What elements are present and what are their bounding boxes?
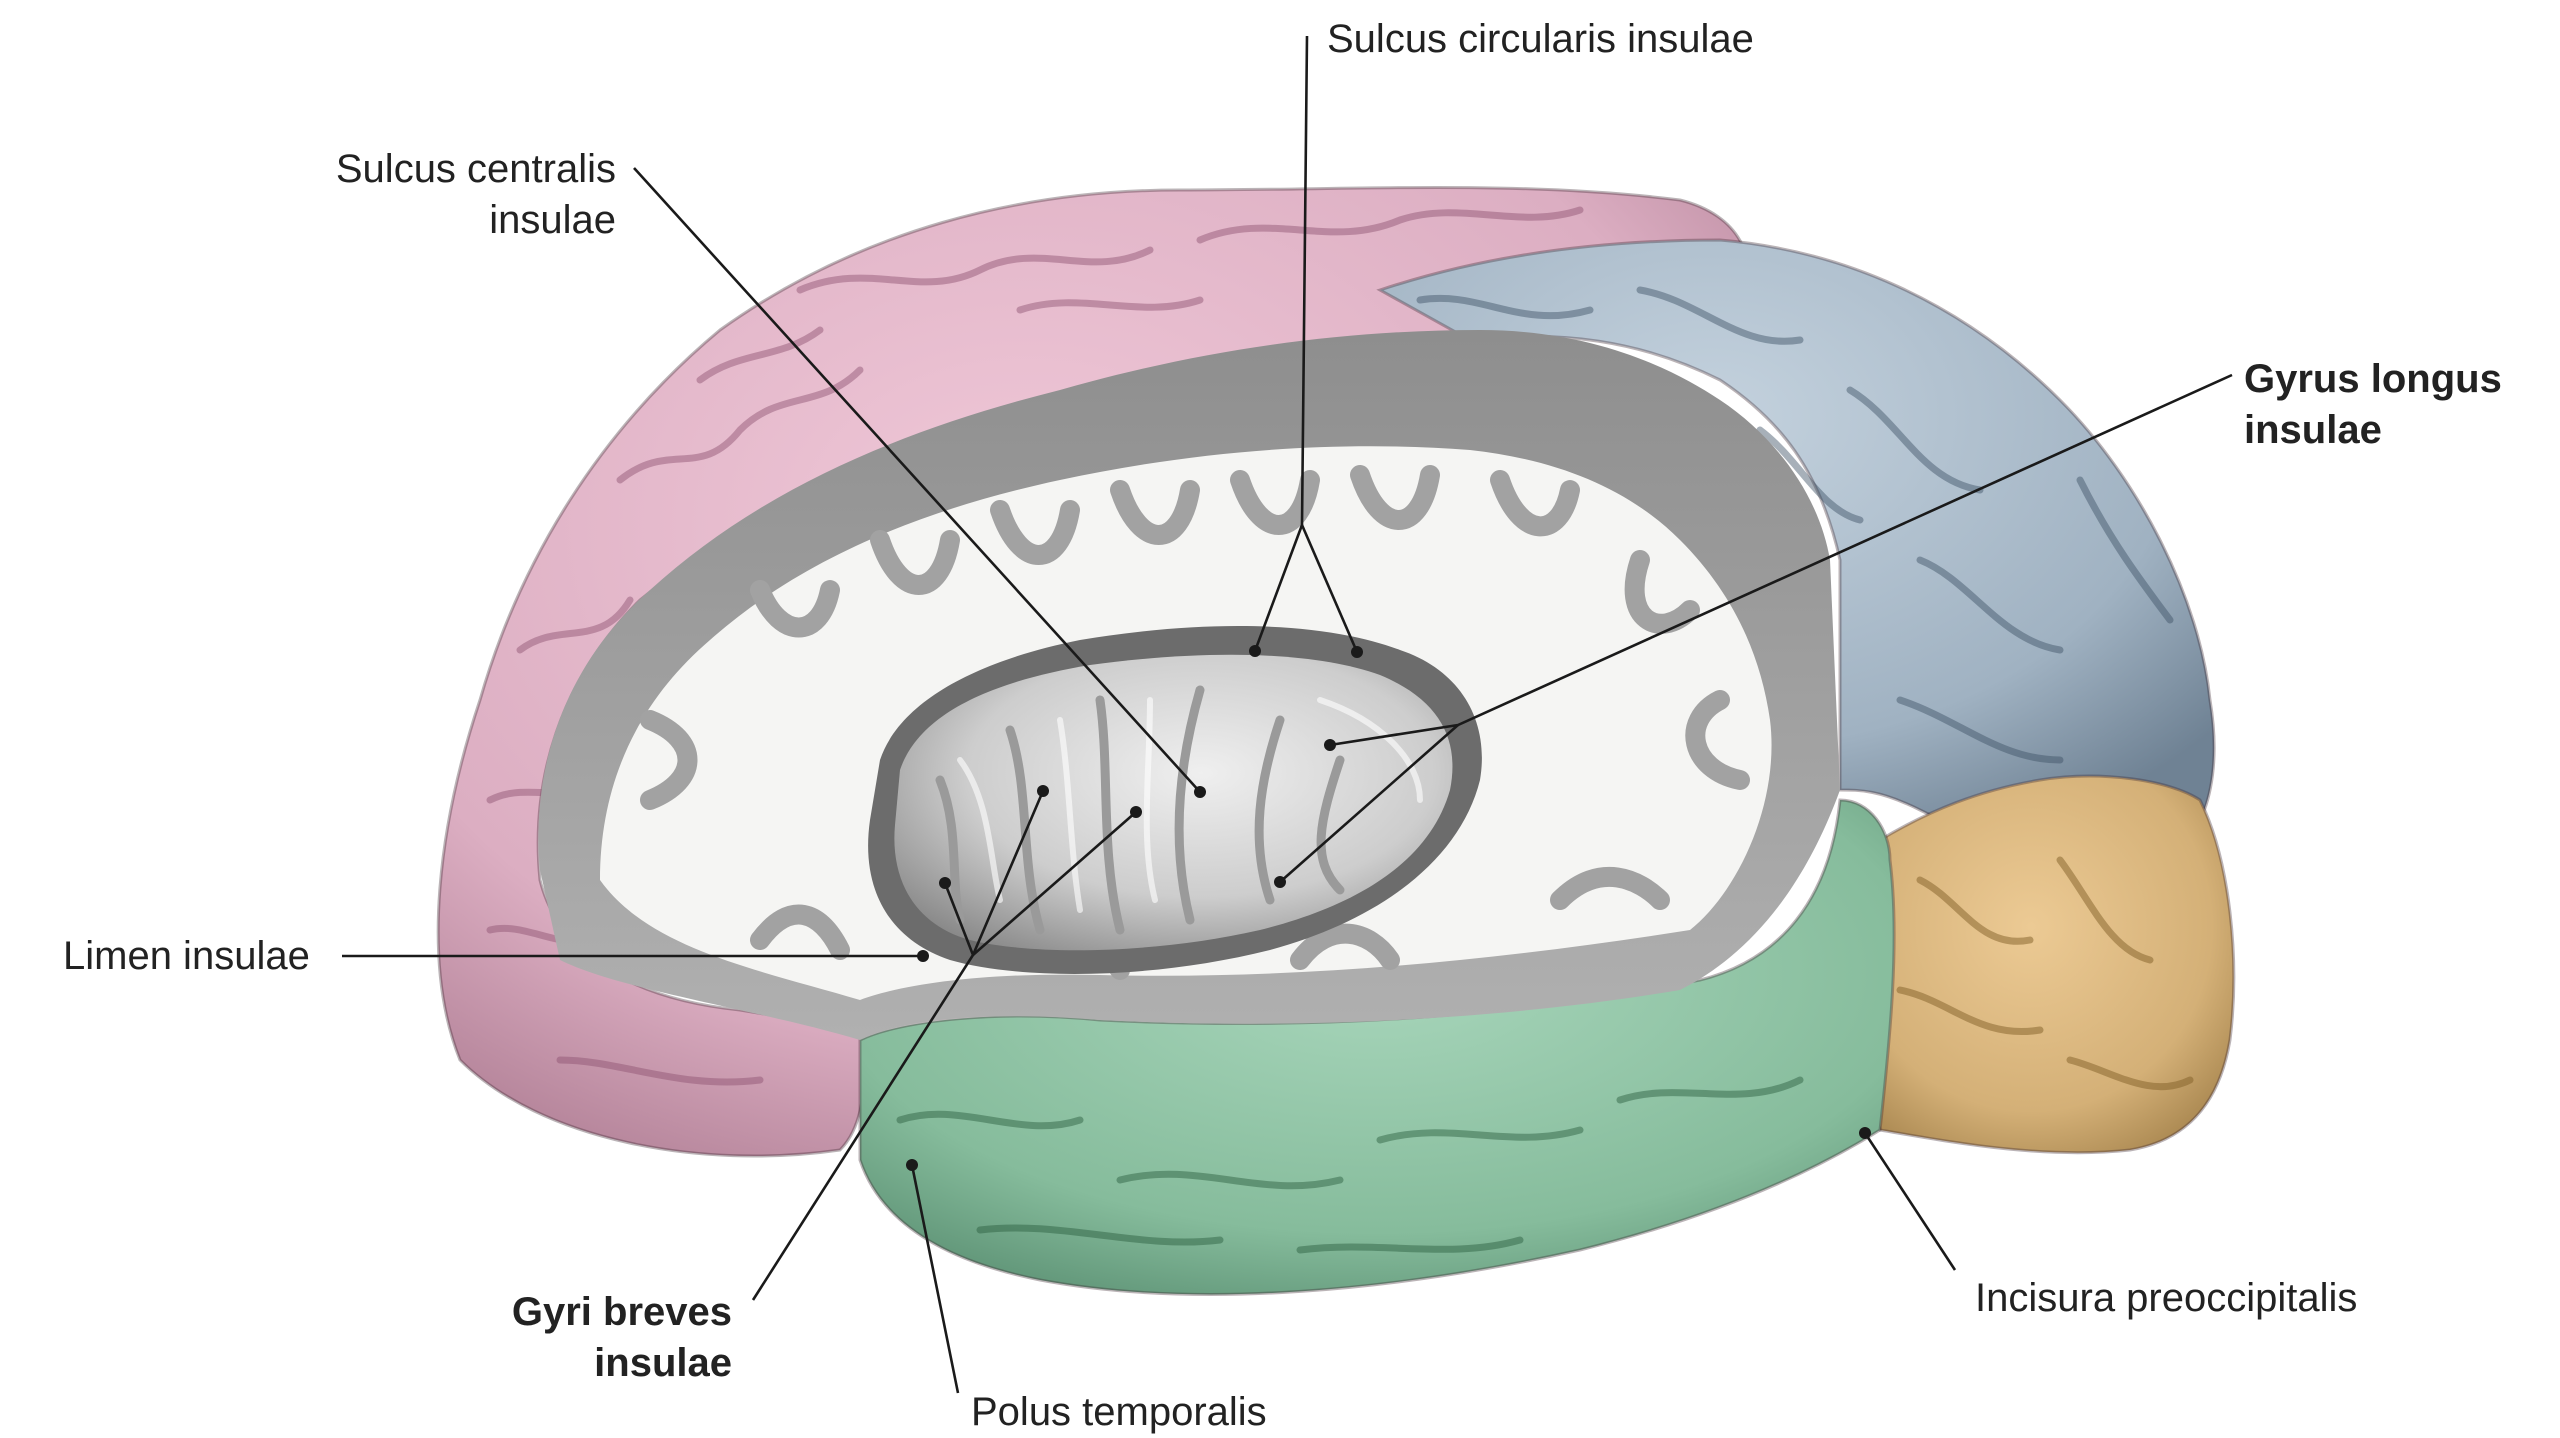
- label-gyri-breves-insulae: Gyri breves insulae: [512, 1287, 732, 1389]
- label-sulcus-circularis-insulae: Sulcus circularis insulae: [1327, 17, 1754, 61]
- dot-gyri-breves-2: [1130, 806, 1142, 818]
- leader-gyri-breves-3: [943, 882, 975, 956]
- label-polus-temporalis: Polus temporalis: [971, 1390, 1267, 1434]
- pointer-dots: [906, 645, 1871, 1171]
- label-limen-insulae: Limen insulae: [63, 934, 310, 978]
- leader-incisura-preoccipitalis: [1863, 1132, 1957, 1271]
- label-gyri-breves-line2: insulae: [594, 1341, 732, 1385]
- leader-gyri-breves-2: [972, 811, 1137, 956]
- parietal-lobe: [1376, 238, 2216, 833]
- dot-gyrus-longus-1: [1324, 739, 1336, 751]
- leader-sulcus-circularis-branch: [1300, 524, 1359, 653]
- dot-gyrus-longus-2: [1274, 876, 1286, 888]
- label-gyrus-longus-line1: Gyrus longus: [2244, 357, 2502, 401]
- label-gyrus-longus-insulae: Gyrus longus insulae: [2244, 354, 2502, 456]
- dot-sulcus-centralis: [1194, 786, 1206, 798]
- dot-incisura-preoccipitalis: [1859, 1127, 1871, 1139]
- leader-lines: [342, 35, 2233, 1394]
- occipital-lobe: [1863, 774, 2236, 1155]
- dot-gyri-breves-1: [1037, 785, 1049, 797]
- label-sulcus-centralis-insulae: Sulcus centralis insulae: [336, 144, 616, 246]
- label-incisura-preoccipitalis: Incisura preoccipitalis: [1975, 1276, 2358, 1320]
- dot-limen: [917, 950, 929, 962]
- label-gyri-breves-line1: Gyri breves: [511, 1290, 732, 1334]
- label-sulcus-centralis-line2: insulae: [489, 198, 616, 242]
- dot-gyri-breves-3: [939, 877, 951, 889]
- leader-sulcus-centralis: [633, 167, 1201, 793]
- label-gyrus-longus-line2: insulae: [2244, 408, 2382, 452]
- dot-sulcus-circularis-1: [1249, 645, 1261, 657]
- dot-sulcus-circularis-2: [1351, 646, 1363, 658]
- leader-gyrus-longus-lower: [1279, 724, 1459, 883]
- label-sulcus-centralis-line1: Sulcus centralis: [335, 147, 616, 191]
- insula: [868, 626, 1482, 974]
- dot-polus-temporalis: [906, 1159, 918, 1171]
- leader-polus-temporalis: [910, 1164, 960, 1394]
